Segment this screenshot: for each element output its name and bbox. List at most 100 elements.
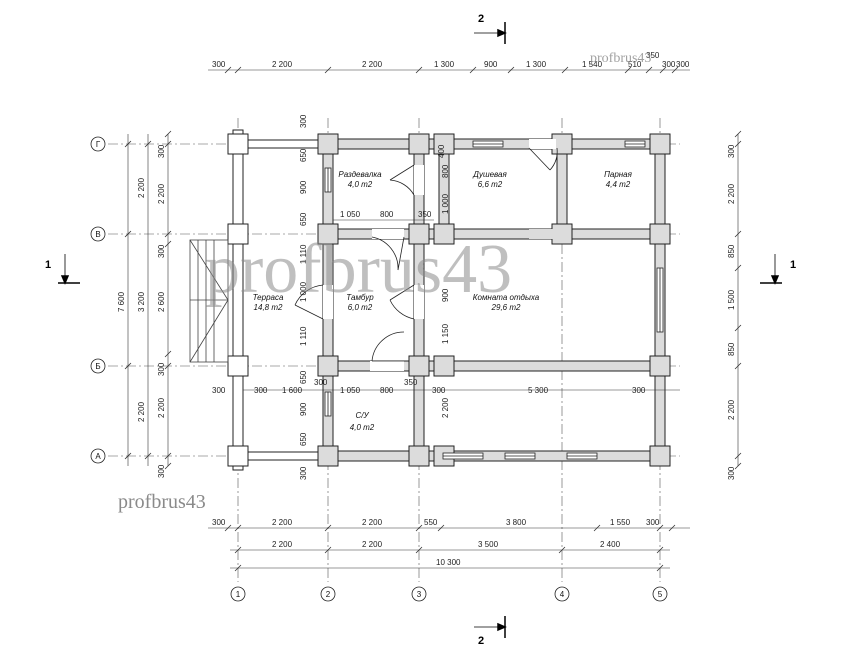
dims-left: 7 600 2 200 3 200 2 200 300 2 200 300 2 … [117, 144, 166, 478]
room-labels: Раздевалка 4,0 m2 Душевая 6,6 m2 Парная … [253, 170, 633, 432]
dim-left-o3: 2 200 [137, 401, 146, 422]
dim-b1-6: 1 550 [610, 518, 631, 527]
dim-b1-2: 2 200 [272, 518, 293, 527]
axis-label-b: Б [95, 362, 100, 371]
door-openings [323, 139, 557, 371]
axis-label-5: 5 [658, 590, 663, 599]
dim-b1-3: 2 200 [362, 518, 383, 527]
room-tambur-name: Тамбур [346, 293, 374, 302]
room-parnaya-name: Парная [604, 170, 633, 179]
dims-top: 300 2 200 2 200 1 300 900 1 300 1 540 51… [212, 51, 690, 69]
dim-c-650d: 650 [299, 432, 308, 446]
section-left-label: 1 [45, 259, 51, 271]
room-su-area: 4,0 m2 [350, 423, 375, 432]
dim-left-i4: 2 600 [157, 291, 166, 312]
dim-s-900: 900 [441, 288, 450, 302]
room-dushevaya-name: Душевая [472, 170, 507, 179]
watermark-small: profbrus43 [118, 491, 206, 513]
dim-s-800: 800 [441, 164, 450, 178]
door-swings [294, 147, 558, 362]
dim-left-o2: 3 200 [137, 291, 146, 312]
section-bottom-label: 2 [478, 635, 484, 647]
axis-label-g: Г [96, 140, 101, 149]
dim-top-8: 510 [628, 60, 642, 69]
dim-top-9: 350 [646, 51, 660, 60]
dim-b1-7: 300 [646, 518, 660, 527]
dims-bottom: 300 2 200 2 200 550 3 800 1 550 300 2 20… [212, 518, 660, 567]
dim-top-2: 2 200 [272, 60, 293, 69]
room-terrasa-area: 14,8 m2 [254, 303, 283, 312]
dim-b2-2: 2 200 [362, 540, 383, 549]
axis-label-2: 2 [326, 590, 331, 599]
dim-top-7: 1 540 [582, 60, 603, 69]
terrace-steps [189, 239, 229, 363]
dim-top-5: 900 [484, 60, 498, 69]
section-markers [58, 22, 782, 638]
dim-b3-total: 10 300 [436, 558, 461, 567]
dim-top-4: 1 300 [434, 60, 455, 69]
dim-top-6: 1 300 [526, 60, 547, 69]
dim-in-350b: 350 [404, 378, 418, 387]
dim-c-650c: 650 [299, 370, 308, 384]
windows [324, 140, 664, 460]
room-komnata-area: 29,6 m2 [491, 303, 521, 312]
dim-in-800b: 800 [380, 386, 394, 395]
axis-labels: Г В Б А 1 2 3 4 5 [95, 140, 662, 599]
dim-in-300f: 300 [632, 386, 646, 395]
room-razdevalka-area: 4,0 m2 [348, 180, 373, 189]
dim-c-1110b: 1 110 [299, 326, 308, 346]
room-tambur-area: 6,0 m2 [348, 303, 373, 312]
dim-c-650a: 650 [299, 148, 308, 162]
dim-c-900a: 900 [299, 180, 308, 194]
axis-label-v: В [95, 230, 100, 239]
room-terrasa-name: Терраса [253, 293, 284, 302]
dim-c-900b: 900 [299, 402, 308, 416]
axis-bubbles [90, 136, 668, 602]
dim-left-i6: 2 200 [157, 397, 166, 418]
dim-right-6: 2 200 [727, 399, 736, 420]
room-parnaya-area: 4,4 m2 [606, 180, 631, 189]
dim-right-2: 2 200 [727, 183, 736, 204]
dim-in-800a: 800 [380, 210, 394, 219]
room-dushevaya-area: 6,6 m2 [478, 180, 503, 189]
dim-top-10: 300 [662, 60, 676, 69]
dim-left-i3: 300 [157, 244, 166, 258]
dim-in-300d: 300 [254, 386, 268, 395]
dim-in-300c: 300 [212, 386, 226, 395]
dim-in-350a: 350 [418, 210, 432, 219]
section-top-label: 2 [478, 13, 484, 25]
dim-b1-4: 550 [424, 518, 438, 527]
dim-b1-1: 300 [212, 518, 226, 527]
dim-right-5: 850 [727, 342, 736, 356]
dim-in-5300: 5 300 [528, 386, 549, 395]
dim-left-o1: 2 200 [137, 177, 146, 198]
dim-left-i7: 300 [157, 464, 166, 478]
dim-top-11: 300 [676, 60, 690, 69]
dim-b2-3: 3 500 [478, 540, 499, 549]
dim-top-3: 2 200 [362, 60, 383, 69]
dim-s-1000: 1 000 [441, 193, 450, 214]
axis-label-3: 3 [417, 590, 422, 599]
axis-label-a: А [95, 452, 101, 461]
section-labels: 2 2 1 1 [45, 13, 796, 647]
dim-c-300top: 300 [299, 114, 308, 128]
dim-s-400: 400 [437, 144, 446, 158]
dim-in-1050b: 1 050 [340, 386, 361, 395]
axis-label-1: 1 [236, 590, 241, 599]
dim-right-4: 1 500 [727, 289, 736, 310]
dimension-ticks [124, 66, 742, 572]
dim-c-300bot: 300 [299, 466, 308, 480]
dim-in-300b: 300 [314, 378, 328, 387]
dim-c-650b: 650 [299, 212, 308, 226]
dims-interior: 1 050 800 350 300 1 050 800 350 300 300 … [212, 114, 680, 480]
dim-c-1110a: 1 110 [299, 244, 308, 264]
dim-s-1150: 1 150 [441, 323, 450, 344]
dim-right-1: 300 [727, 144, 736, 158]
room-su-name: С/У [355, 411, 369, 420]
dim-in-1050a: 1 050 [340, 210, 361, 219]
dim-b2-4: 2 400 [600, 540, 621, 549]
dim-left-i1: 300 [157, 144, 166, 158]
dimension-lines [127, 69, 739, 569]
dim-b2-1: 2 200 [272, 540, 293, 549]
